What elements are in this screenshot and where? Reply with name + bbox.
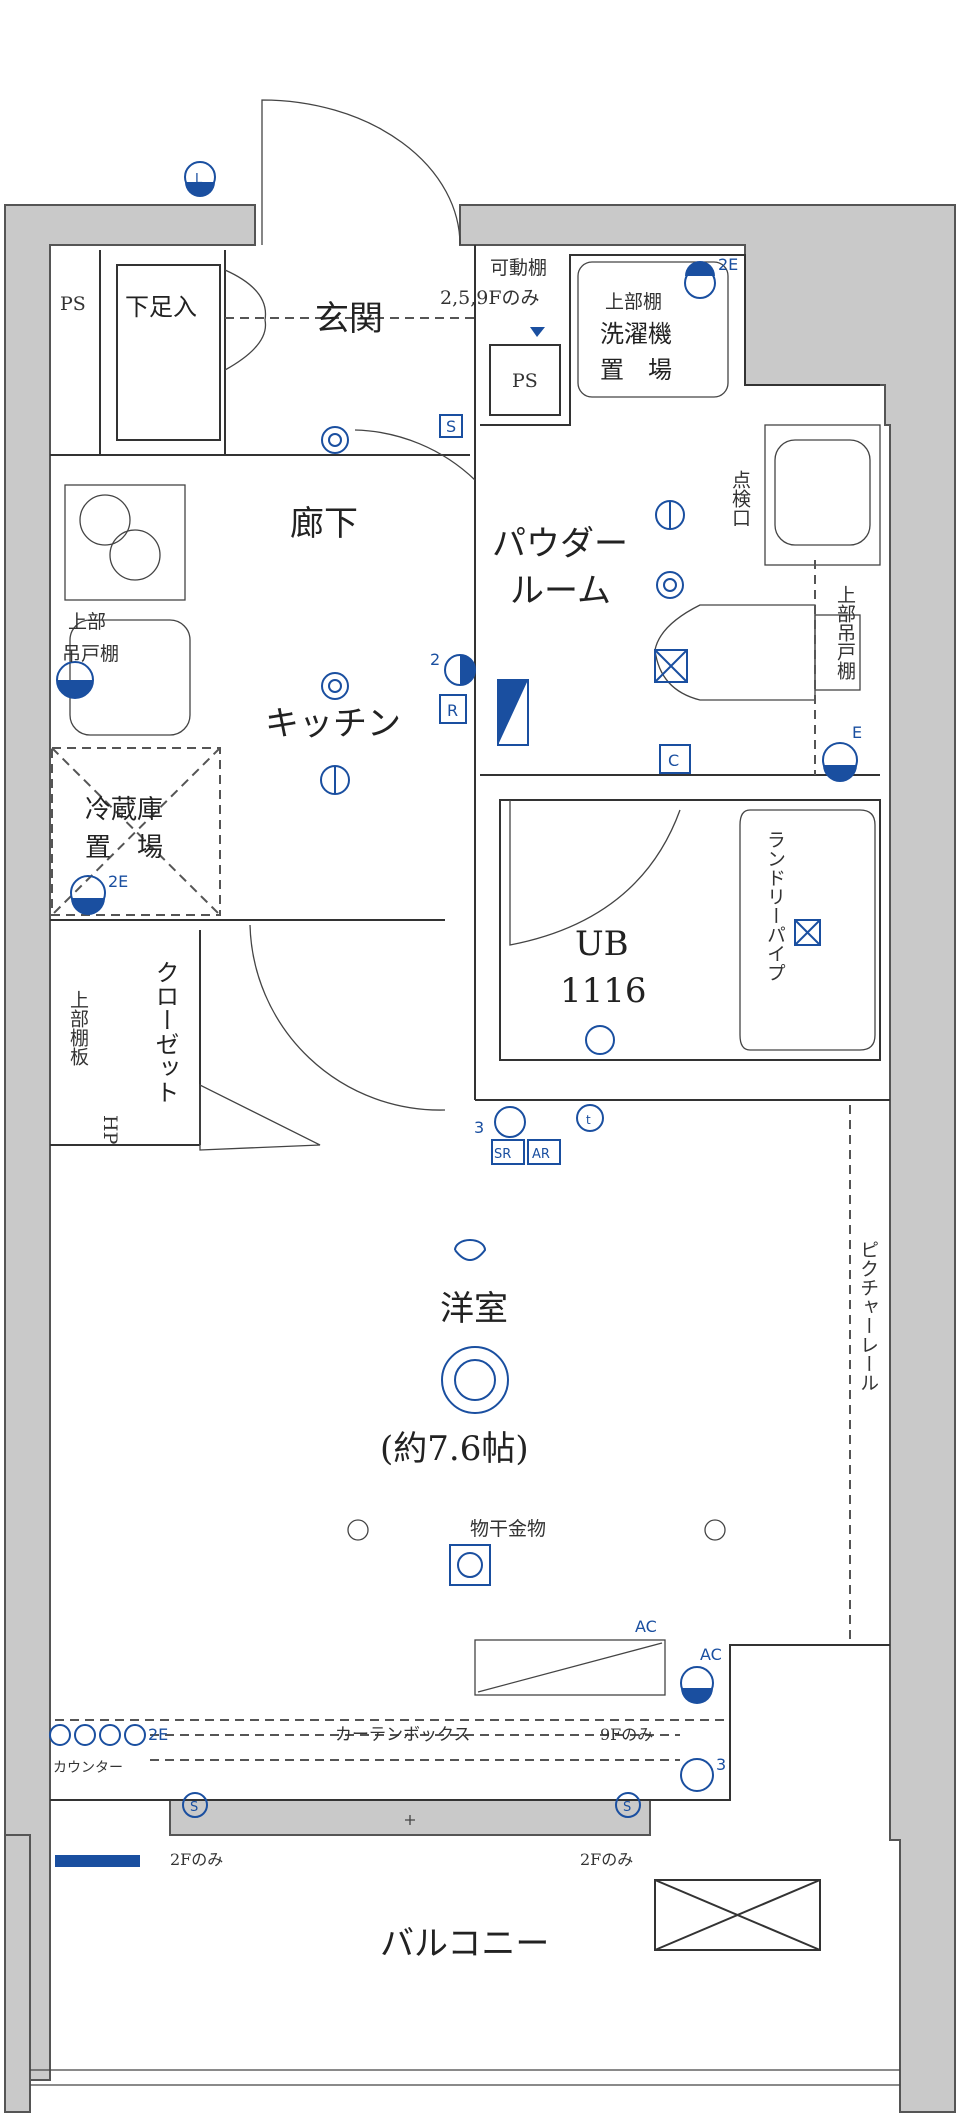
fridge-label: 冷蔵庫 (85, 795, 163, 825)
upper-shelf-label: 上部棚 (605, 291, 662, 313)
room-label-ub-size: 1116 (560, 971, 647, 1011)
vent-icon (794, 919, 821, 946)
room-label-ub: UB (575, 924, 629, 964)
fridge-label-2: 置 場 (85, 833, 163, 863)
symbol-2: 2 (430, 650, 440, 669)
labels: 玄関 廊下 キッチン パウダー ルーム UB 1116 洋室 (約7.6帖) バ… (53, 172, 879, 1964)
sink (69, 619, 191, 736)
light-icon (321, 426, 349, 454)
washer-label-2: 置 場 (600, 356, 672, 384)
outlet-icon (494, 1106, 526, 1138)
picture-rail-label: ピクチャーレール (857, 1240, 879, 1392)
upper-cabinet-toilet-label: 上部吊戸棚 (834, 585, 856, 681)
hp-label: HP (99, 1115, 121, 1145)
downlight-icon (454, 1239, 487, 1261)
symbol-2e: 2E (718, 255, 738, 274)
panel-icon (498, 680, 528, 745)
symbol-s: S (446, 417, 456, 436)
symbol-sr: SR (494, 1147, 511, 1162)
toilet (654, 604, 816, 701)
symbol-c: C (668, 751, 679, 770)
inspection-box (764, 424, 881, 566)
bath-light-icon (585, 1025, 615, 1055)
movable-shelf-label: 可動棚 (490, 257, 547, 279)
9f-only-label: 9Fのみ (600, 1725, 653, 1744)
powder-door-swing (354, 429, 476, 481)
laundry-pipe-label: ランドリーパイプ (764, 830, 786, 982)
shoe-storage (116, 264, 221, 441)
symbol-l: L (195, 172, 203, 187)
drying-hardware-label: 物干金物 (470, 1518, 546, 1540)
light-icon (321, 672, 349, 700)
symbol-ar: AR (532, 1147, 550, 1162)
curtain-box-label: カーテンボックス (335, 1725, 471, 1745)
room-label-kitchen: キッチン (265, 704, 401, 744)
symbol-3: 3 (474, 1118, 484, 1137)
symbol-s: S (190, 1800, 198, 1815)
room-label-powder-1: パウダー (492, 524, 628, 564)
fridge-space (51, 747, 221, 916)
hanger-light-icon (449, 1544, 491, 1586)
bathtub (739, 809, 876, 1051)
2f-only-left-label: 2Fのみ (170, 1850, 223, 1869)
symbol-2e: 2E (148, 1725, 168, 1744)
curtain-box (55, 1719, 730, 1761)
closet-label: クローゼット (151, 960, 179, 1104)
washer-label: 洗濯機 (600, 320, 672, 348)
upper-cabinet-kitchen-label-2: 吊戸棚 (62, 643, 119, 665)
meter-box (55, 1855, 140, 1867)
2f-only-right-label: 2Fのみ (580, 1850, 633, 1869)
symbol-r: R (447, 701, 458, 720)
room-label-hallway: 廊下 (290, 504, 358, 544)
stove (64, 484, 186, 601)
entrance-door-swing (261, 99, 461, 246)
hanger-right (704, 1519, 726, 1541)
inspection-port-label: 点検口 (729, 470, 751, 527)
closet-door-entrance (224, 269, 267, 371)
ac-unit (474, 1639, 666, 1696)
room-label-balcony: バルコニー (380, 1924, 549, 1964)
symbol-t: t (586, 1113, 591, 1127)
interior-walls (30, 245, 900, 2086)
room-label-entrance: 玄関 (315, 299, 383, 339)
ceiling-light-icon (441, 1346, 509, 1414)
room-door-swing (249, 924, 446, 1111)
fixtures (51, 261, 881, 1951)
symbol-2e: 2E (108, 872, 128, 891)
electrical-symbols (49, 161, 858, 1818)
ub-door-swing (509, 800, 681, 946)
counter-label: カウンター (53, 1760, 123, 1776)
ps-center-box (489, 344, 561, 416)
sensor-icon (182, 1792, 208, 1818)
light-icon (656, 571, 684, 599)
outlet-icon (49, 1724, 71, 1746)
room-label-powder-2: ルーム (510, 571, 611, 611)
symbol-e: E (852, 723, 862, 742)
ps-left-label: PS (60, 293, 86, 315)
exterior-walls (4, 204, 956, 2113)
ps-center-label: PS (512, 370, 538, 392)
upper-cabinet-kitchen-label: 上部 (68, 611, 106, 633)
symbol-s: S (623, 1800, 631, 1815)
ceiling-fan-icon (654, 649, 688, 683)
shoe-storage-label: 下足入 (125, 293, 197, 321)
symbol-ac: AC (635, 1617, 657, 1636)
room-label-western: 洋室 (440, 1289, 508, 1329)
tv-outlet-icon (576, 1104, 604, 1132)
room-size-western: (約7.6帖) (380, 1429, 529, 1469)
movable-shelf-floors: 2,5,9Fのみ (440, 287, 540, 309)
balcony-box (654, 1879, 821, 1951)
symbol-ac: AC (700, 1645, 722, 1664)
symbol-3: 3 (716, 1755, 726, 1774)
sensor-icon (615, 1792, 641, 1818)
upper-shelf-closet-label: 上部棚板 (67, 990, 89, 1066)
washer-space (577, 261, 729, 398)
hanger-left (347, 1519, 369, 1541)
outlet-icon (680, 1758, 714, 1792)
